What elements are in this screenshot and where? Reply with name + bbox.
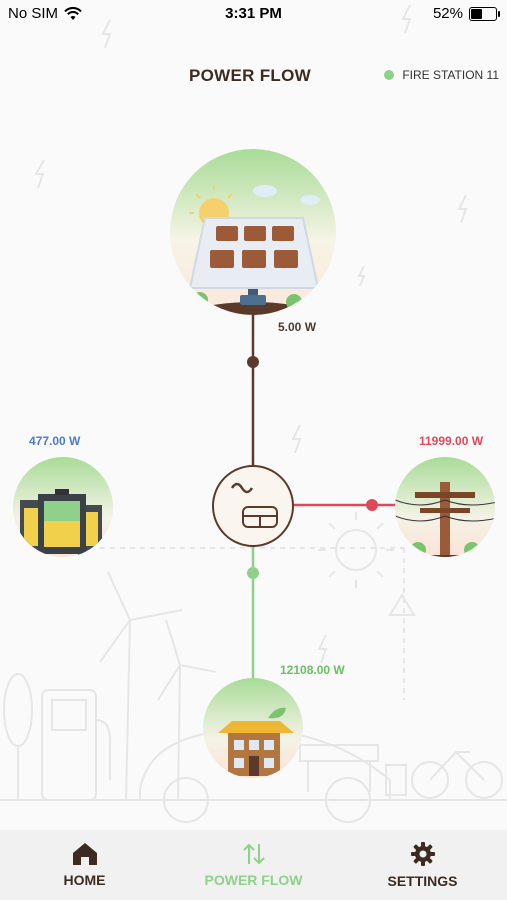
- battery-icon: [469, 6, 500, 21]
- grid-power-value: 11999.00 W: [419, 434, 484, 448]
- home-node[interactable]: [203, 678, 303, 778]
- tab-bar: HOME POWER FLOW SETTINGS: [0, 830, 507, 900]
- background-scenery: [0, 4, 507, 823]
- gear-icon: [410, 842, 435, 866]
- battery-power-value: 477.00 W: [29, 434, 81, 448]
- tab-power-flow-label: POWER FLOW: [204, 872, 303, 888]
- clock: 3:31 PM: [225, 5, 282, 22]
- station-status-dot: [384, 70, 395, 80]
- station-name: FIRE STATION 11: [402, 68, 499, 82]
- tab-home-label: HOME: [63, 872, 106, 888]
- battery-percent: 52%: [432, 5, 463, 22]
- power-flow-diagram: [0, 4, 507, 823]
- station-selector[interactable]: FIRE STATION 11: [384, 68, 499, 82]
- status-right: 52%: [432, 5, 500, 22]
- tab-settings-label: SETTINGS: [387, 873, 458, 889]
- home-flow-dot: [247, 567, 259, 579]
- solar-flow-dot: [247, 356, 259, 368]
- solar-power-value: 5.00 W: [278, 320, 317, 334]
- page-title: POWER FLOW: [189, 66, 311, 85]
- carrier-text: No SIM: [8, 5, 59, 22]
- status-bar: No SIM 3:31 PM 52%: [0, 0, 507, 30]
- tab-home[interactable]: HOME: [0, 830, 169, 900]
- arrows-updown-icon: [242, 843, 265, 865]
- wifi-icon: [64, 6, 82, 20]
- tab-settings[interactable]: SETTINGS: [338, 830, 507, 900]
- tab-power-flow[interactable]: POWER FLOW: [169, 830, 338, 900]
- inverter-hub[interactable]: [212, 465, 294, 547]
- home-power-value: 12108.00 W: [280, 663, 345, 677]
- status-left: No SIM: [8, 5, 82, 22]
- home-icon: [72, 843, 97, 865]
- solar-node[interactable]: [170, 149, 336, 322]
- grid-flow-dot: [366, 499, 378, 511]
- battery-node[interactable]: [13, 457, 113, 557]
- grid-node[interactable]: [395, 457, 505, 565]
